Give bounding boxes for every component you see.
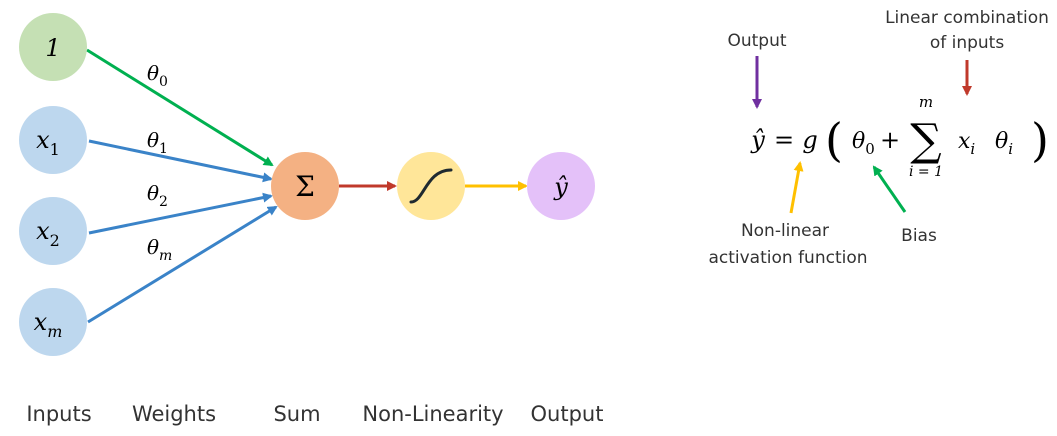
bias-node [19, 13, 87, 81]
xm-base: x [34, 308, 48, 336]
annotation-linear-line2: of inputs [930, 33, 1005, 53]
weight-arrow-xm [87, 205, 278, 324]
eq-xi: xi [958, 129, 975, 158]
input-node-xm-label: xm [34, 308, 63, 341]
input-node-x1-label: x1 [36, 126, 60, 159]
bias-node-label: 1 [45, 34, 60, 62]
eq-g: g [802, 126, 817, 154]
eq-sum-lower: i = 1 [909, 164, 943, 180]
output-node-label: ŷ [553, 173, 568, 201]
eq-equals: = [774, 126, 794, 154]
label-sum: Sum [273, 402, 320, 426]
x1-base: x [36, 126, 50, 154]
x2-base: x [36, 217, 50, 245]
label-inputs: Inputs [26, 402, 91, 426]
sum-node [271, 152, 339, 220]
xm-sub: m [47, 322, 62, 341]
annotation-bias-arrow [872, 165, 907, 213]
weight-arrow-x1 [88, 139, 273, 183]
x1-sub: 1 [50, 140, 60, 159]
eq-sigma: ∑ [910, 115, 941, 166]
sum-node-symbol: Σ [295, 170, 315, 203]
weight-label-thetam: θm [147, 235, 172, 264]
weight-label-theta1: θ1 [147, 128, 168, 157]
label-output: Output [531, 402, 604, 426]
eq-right-paren: ) [1031, 113, 1049, 167]
input-node-x2-label: x2 [36, 217, 60, 250]
annotation-bias: Bias [901, 226, 937, 246]
x2-sub: 2 [50, 231, 60, 250]
weight-arrow-x2 [88, 192, 273, 235]
label-weights: Weights [132, 402, 216, 426]
eq-left-paren: ( [825, 113, 843, 167]
annotation-nonlinear-arrow [789, 161, 804, 214]
annotation-output: Output [727, 31, 786, 51]
weight-label-theta2: θ2 [147, 181, 168, 210]
perceptron-equation: ŷ = g ( θ0 + m ∑ i = 1 xi θi ) [750, 93, 1049, 180]
weight-arrow-bias [86, 48, 274, 167]
label-nonlinearity: Non-Linearity [362, 402, 503, 426]
eq-plus: + [880, 126, 900, 154]
annotation-nonlinear-line1: Non-linear [741, 221, 829, 241]
output-node [527, 152, 595, 220]
annotation-linear-line1: Linear combination [885, 8, 1049, 28]
eq-yhat: ŷ [750, 126, 765, 154]
weight-label-theta0: θ0 [147, 61, 168, 90]
eq-theta0: θ0 [852, 129, 875, 158]
eq-thetai: θi [995, 129, 1013, 158]
sigmoid-curve-icon [409, 168, 453, 204]
nonlinearity-node [397, 152, 465, 220]
input-node-x2 [19, 197, 87, 265]
eq-sum-upper: m [919, 93, 933, 111]
annotation-nonlinear-line2: activation function [708, 248, 867, 268]
input-node-xm [19, 288, 87, 356]
input-node-x1 [19, 106, 87, 174]
